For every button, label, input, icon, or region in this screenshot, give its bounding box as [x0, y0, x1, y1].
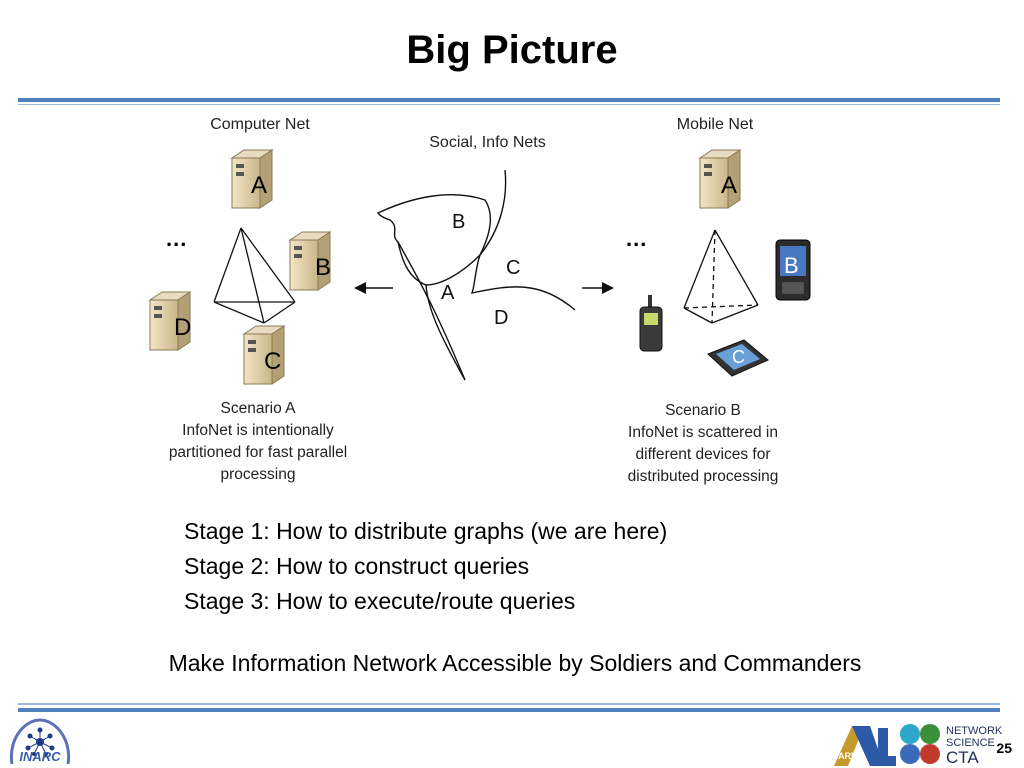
social-info-nets-map: [354, 169, 614, 381]
caption-line: partitioned for fast parallel: [168, 444, 348, 461]
footer-divider-thin: [18, 703, 1000, 705]
inarc-logo-icon: [9, 718, 71, 765]
radio-icon: [639, 295, 663, 352]
tablet-c-label: C: [732, 347, 745, 367]
slide-title: Big Picture: [406, 28, 618, 72]
left-arrow-head: [354, 282, 366, 294]
caption-line: Scenario A: [220, 400, 296, 417]
scenario-b-caption: Scenario B InfoNet is scattered in diffe…: [590, 400, 816, 488]
title-divider-thin: [18, 104, 1000, 105]
border-a-d: [425, 284, 466, 381]
ns-cta-line-1: NETWORK: [946, 725, 1003, 737]
stage-1: Stage 1: How to distribute graphs (we ar…: [184, 518, 668, 544]
server-c-icon: [242, 325, 286, 385]
stage-3: Stage 3: How to execute/route queries: [184, 588, 576, 614]
caption-line: processing: [220, 466, 296, 483]
caption-line: InfoNet is scattered in: [628, 424, 778, 441]
border-a-left: [397, 241, 466, 381]
server-d-label: D: [174, 314, 192, 341]
server-c-label: C: [264, 348, 282, 375]
computer-net-graph: [148, 149, 332, 385]
caption-line: distributed processing: [627, 468, 779, 485]
scenario-a-caption: Scenario A InfoNet is intentionally part…: [138, 398, 378, 486]
region-d-label: D: [494, 307, 509, 329]
tablet-icon: [707, 339, 769, 377]
ns-cta-logo-icon: [900, 724, 940, 764]
right-arrow-head: [602, 282, 614, 294]
caption-line: InfoNet is intentionally: [182, 422, 334, 439]
social-info-nets-label: Social, Info Nets: [429, 134, 546, 151]
mobile-net-more: ...: [626, 226, 648, 251]
ns-cta-line-3: CTA: [946, 748, 979, 767]
border-c-d: [470, 254, 576, 311]
mobile-net-graph: [639, 149, 811, 377]
pda-icon: [775, 239, 811, 301]
computer-net-more: ...: [166, 226, 188, 251]
mobile-net-label: Mobile Net: [676, 116, 754, 133]
title-divider: [18, 98, 1000, 102]
arl-logo-text: ARL: [838, 751, 857, 761]
server-d-icon: [148, 291, 192, 351]
pyramid-edges: [213, 227, 296, 324]
mission-statement: Make Information Network Accessible by S…: [168, 650, 862, 676]
region-a-label: A: [441, 282, 455, 304]
server-b-label: B: [315, 254, 332, 281]
region-b-outline: [376, 194, 492, 286]
pyramid-edges: [683, 229, 759, 324]
page-number: 25: [996, 740, 1012, 756]
inarc-logo-text: INARC: [19, 749, 61, 764]
caption-line: different devices for: [635, 446, 771, 463]
region-b-label: B: [452, 211, 466, 233]
stages-list: Stage 1: How to distribute graphs (we ar…: [184, 514, 667, 619]
mobile-server-a-label: A: [721, 172, 738, 199]
pda-b-label: B: [784, 253, 799, 278]
server-b-icon: [288, 231, 332, 291]
arl-logo-icon: [834, 726, 896, 766]
mobile-server-a-icon: [698, 149, 742, 209]
caption-line: Scenario B: [665, 402, 741, 419]
ns-cta-line-2: SCIENCE: [946, 737, 995, 749]
stage-2: Stage 2: How to construct queries: [184, 553, 530, 579]
computer-net-label: Computer Net: [210, 116, 310, 133]
footer-divider: [18, 708, 1000, 712]
server-a-icon: [230, 149, 274, 209]
border-bc-top: [479, 169, 507, 256]
region-c-label: C: [506, 257, 521, 279]
server-a-label: A: [251, 172, 268, 199]
